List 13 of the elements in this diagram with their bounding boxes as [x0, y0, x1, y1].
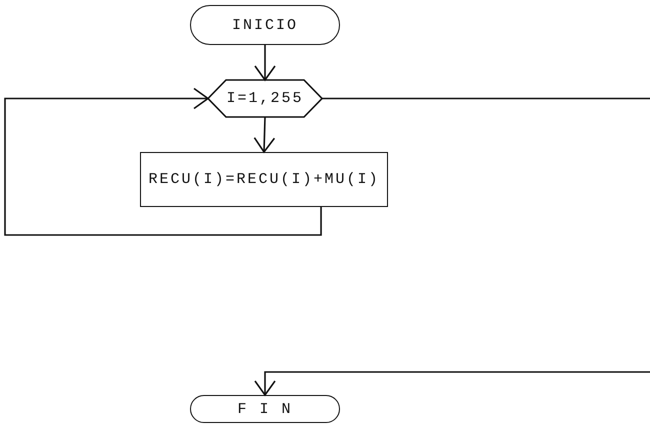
- arrow: [254, 45, 276, 81]
- arrow: [254, 116, 276, 153]
- terminal-shape: [190, 5, 340, 45]
- terminal-shape: [190, 395, 340, 423]
- node-label: INICIO: [232, 16, 298, 34]
- connector-line: [322, 98, 650, 100]
- arrow: [254, 371, 650, 396]
- node-label: F I N: [237, 400, 292, 418]
- arrow: [4, 88, 322, 236]
- process-box: [140, 152, 388, 207]
- loop-hexagon: [208, 80, 322, 117]
- node-label: I=1,255: [226, 90, 304, 107]
- node-label: RECU(I)=RECU(I)+MU(I): [148, 171, 380, 188]
